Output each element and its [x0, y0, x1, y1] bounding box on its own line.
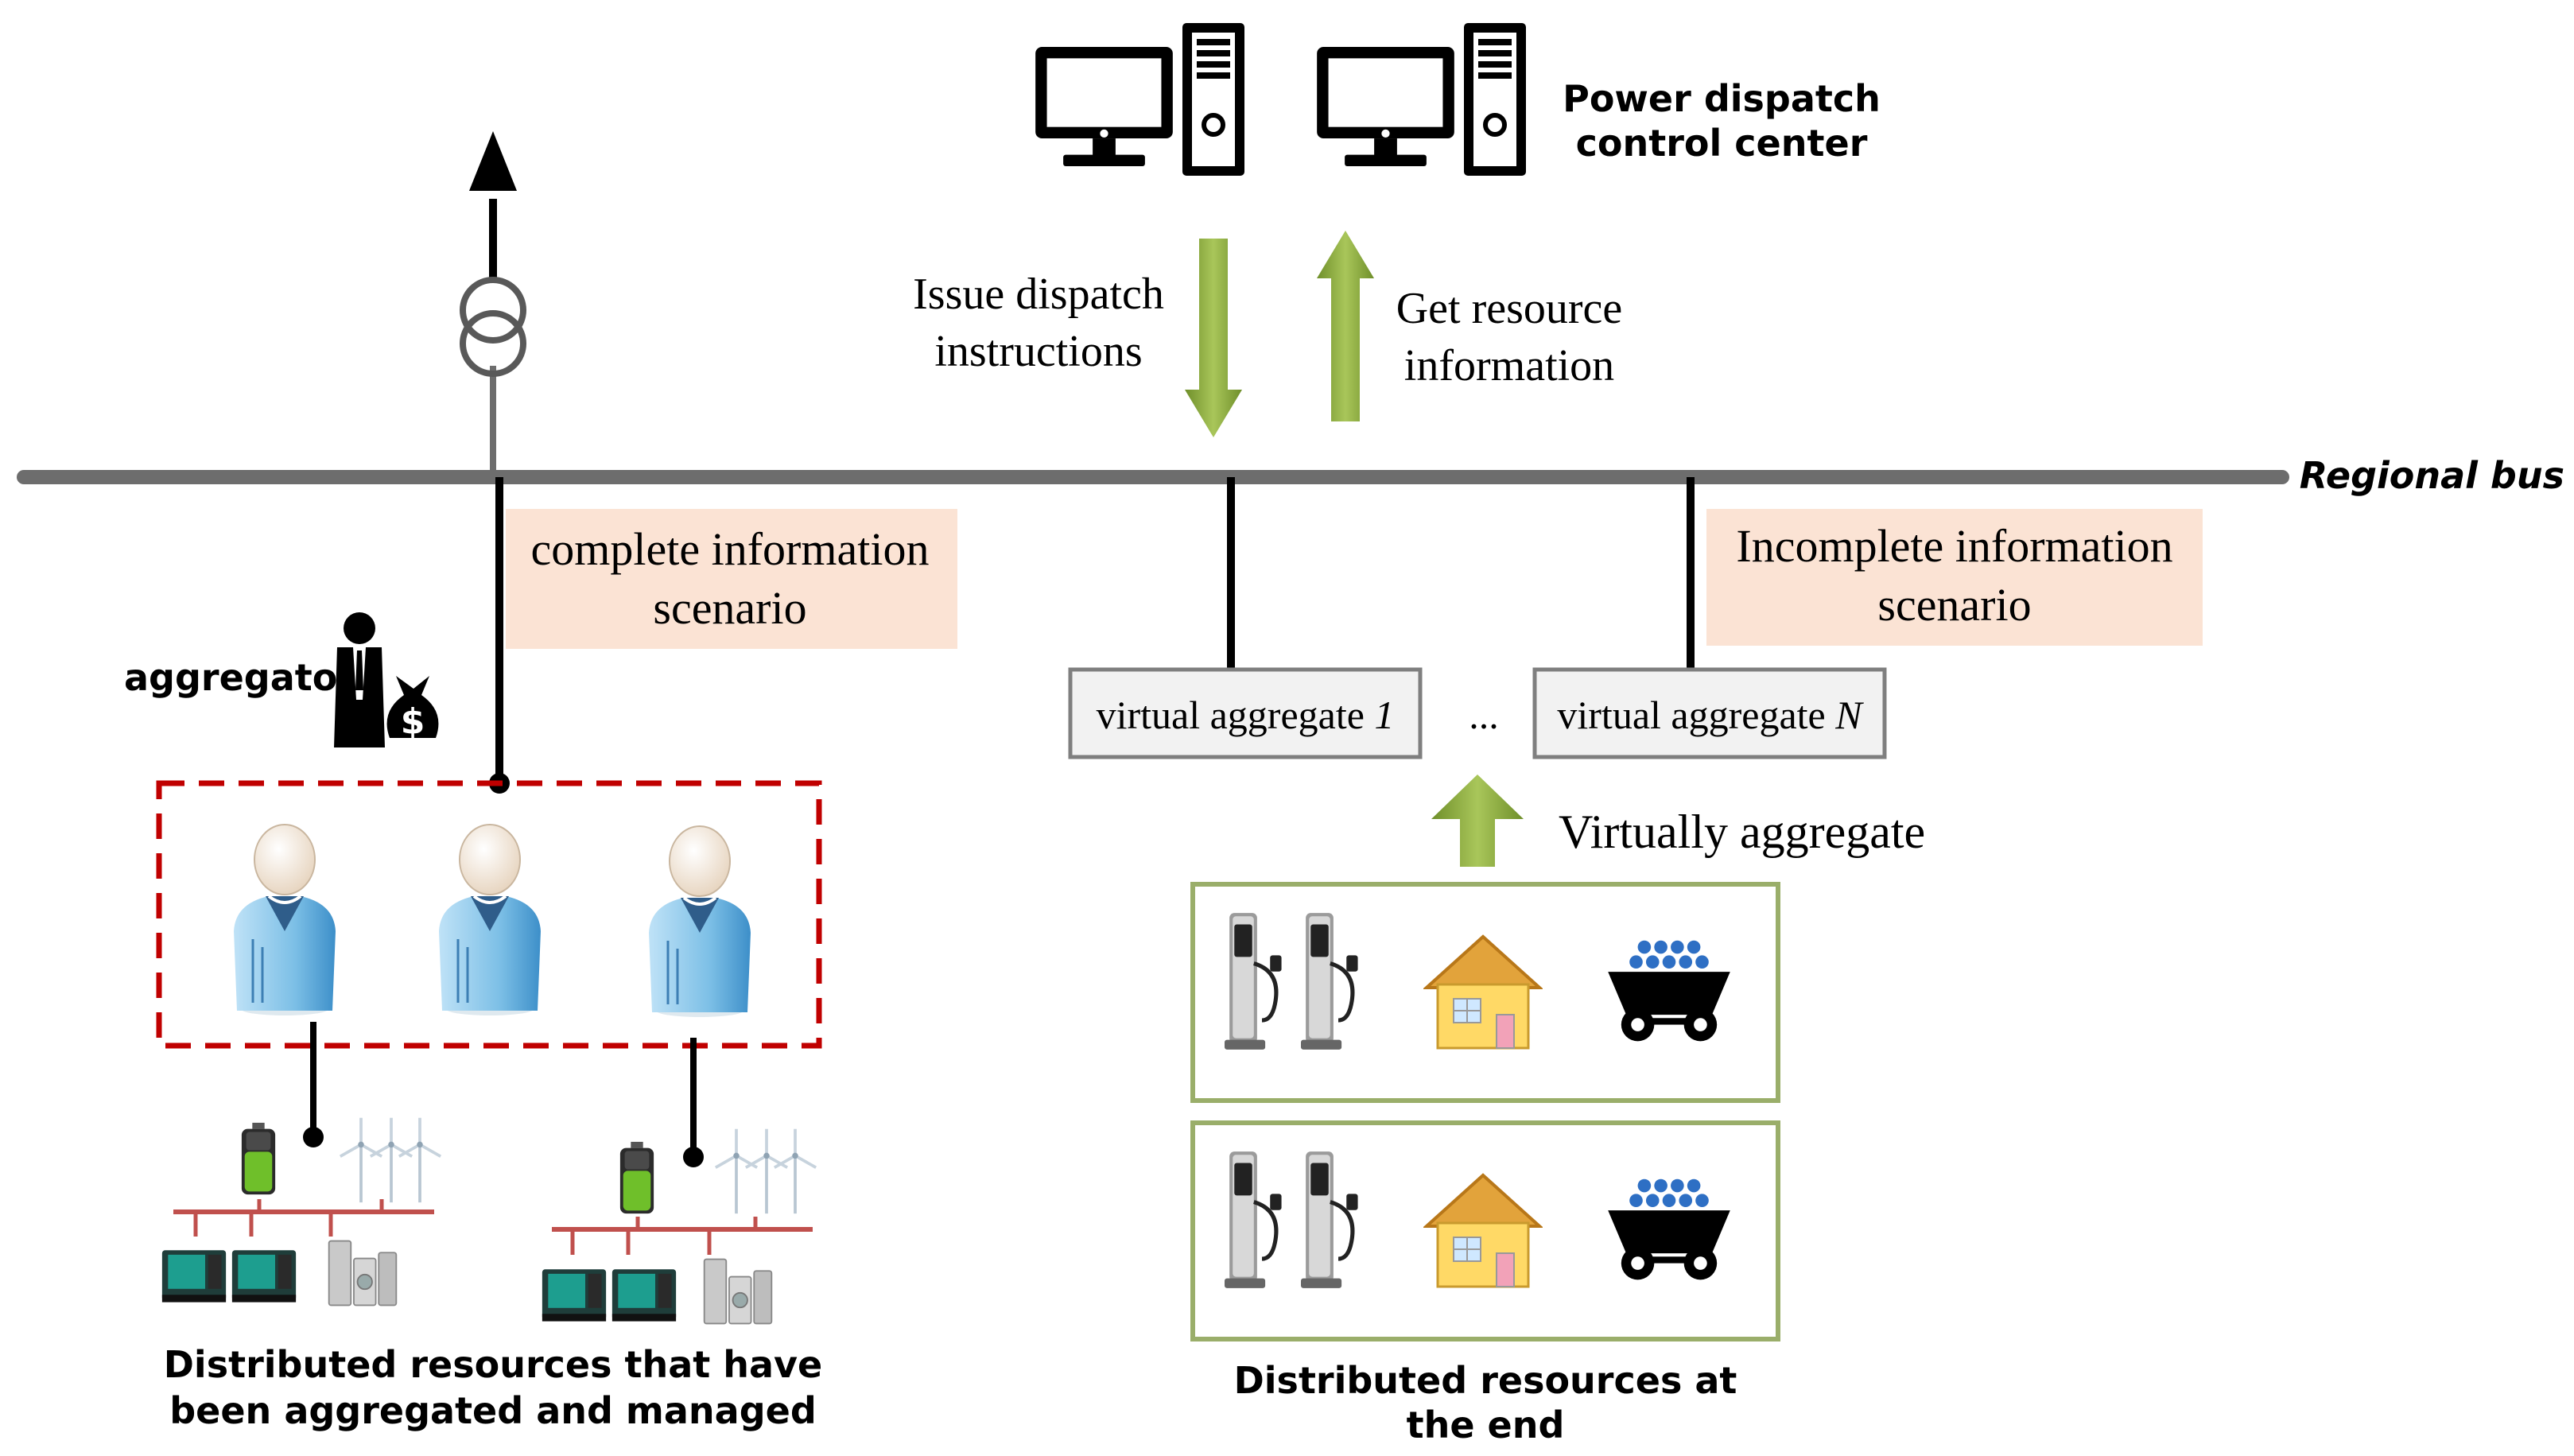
end-resources-box-1 [1190, 882, 1780, 1103]
money-bag-icon: $ [386, 676, 439, 742]
virtually-aggregate-arrow-icon [1431, 775, 1524, 867]
aggregator-person-icon [334, 612, 385, 747]
aggregator-label: aggregator [124, 656, 355, 699]
pc-tower-icon [1182, 23, 1244, 176]
control-center-computer-1 [1035, 23, 1244, 176]
generator-icon [611, 1269, 677, 1322]
incomplete-scenario-label-line2: scenario [1877, 579, 2031, 631]
home-appliance-icon [328, 1240, 398, 1307]
wind-turbine-icon [369, 1116, 413, 1205]
right-caption-line2: the end [1407, 1404, 1565, 1446]
wind-turbine-icon [714, 1127, 759, 1216]
monitor-icon [1035, 46, 1173, 166]
virtual-aggregate-1-prefix: virtual aggregate [1097, 693, 1375, 737]
control-center-computer-2 [1317, 23, 1526, 176]
issue-dispatch-arrow-icon [1185, 239, 1242, 437]
get-resource-label-line2: information [1404, 341, 1614, 390]
virtual-aggregate-1-box [1068, 667, 1423, 759]
generator-icon [231, 1250, 297, 1303]
grid-export-arrow-icon [469, 131, 517, 191]
transformer-icon [460, 277, 526, 344]
ellipsis-label: ... [1469, 693, 1499, 737]
control-center-label-line2: control center [1576, 122, 1868, 165]
issue-dispatch-label-line1: Issue dispatch [913, 270, 1164, 319]
virtual-aggregate-1-label: virtual aggregate 1 [1097, 693, 1395, 737]
end-resources-box-2 [1190, 1120, 1780, 1341]
incomplete-scenario-box [1706, 509, 2203, 646]
wind-turbine-icon [773, 1127, 817, 1216]
generator-icon [542, 1269, 607, 1322]
resource-link-node [303, 1127, 324, 1147]
wind-turbine-icon [744, 1127, 789, 1216]
user-icon [439, 825, 541, 1015]
wind-turbine-icon [339, 1116, 383, 1205]
complete-scenario-label-line2: scenario [653, 582, 806, 634]
virtual-aggregate-n-label: virtual aggregate N [1557, 693, 1864, 737]
get-resource-arrow-icon [1317, 231, 1374, 421]
svg-text:$: $ [401, 701, 425, 742]
resource-link-node [683, 1147, 704, 1167]
pc-tower-icon [1464, 23, 1526, 176]
issue-dispatch-label-line2: instructions [934, 327, 1142, 376]
get-resource-label-line1: Get resource [1396, 284, 1623, 333]
resource-group-left-2 [542, 1127, 817, 1325]
monitor-icon [1317, 46, 1454, 166]
incomplete-scenario-label-line1: Incomplete information [1736, 520, 2172, 572]
virtual-aggregate-n-box [1532, 667, 1887, 759]
left-caption-line2: been aggregated and managed [169, 1389, 817, 1432]
battery-icon [241, 1122, 276, 1195]
left-caption-line1: Distributed resources that have [164, 1343, 823, 1386]
generator-icon [161, 1250, 227, 1303]
user-icon [234, 825, 336, 1015]
battery-icon [619, 1141, 654, 1214]
virtual-aggregate-n-index: N [1834, 693, 1864, 737]
virtual-aggregate-1-index: 1 [1374, 693, 1394, 737]
aggregated-users-region [156, 780, 822, 1049]
wind-turbine-icon [398, 1116, 442, 1205]
transformer-icon [460, 310, 526, 377]
virtually-aggregate-label: Virtually aggregate [1559, 806, 1925, 858]
regional-bus-label: Regional bus [2300, 454, 2564, 497]
virtual-aggregate-n-prefix: virtual aggregate [1557, 693, 1835, 737]
right-caption-line1: Distributed resources at [1234, 1359, 1737, 1402]
complete-scenario-label-line1: complete information [531, 523, 930, 575]
control-center-label-line1: Power dispatch [1563, 77, 1881, 120]
complete-scenario-box [506, 509, 957, 649]
home-appliance-icon [703, 1258, 773, 1325]
user-icon [649, 826, 751, 1017]
resource-group-left-1 [161, 1116, 442, 1307]
